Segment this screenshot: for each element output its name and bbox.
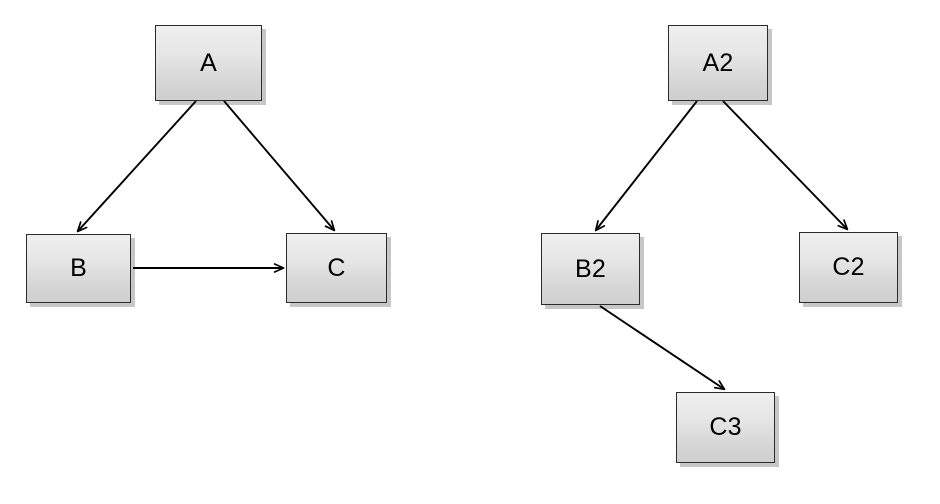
node-b2-label: B2 [575,254,606,283]
node-a-label: A [200,48,217,77]
node-c2[interactable]: C2 [799,232,898,303]
edge-a2-to-c2[interactable] [722,100,849,231]
node-a2[interactable]: A2 [668,25,768,101]
edge-a-to-c[interactable] [223,100,336,232]
node-a[interactable]: A [155,25,262,101]
node-a2-label: A2 [702,48,734,77]
node-c3-label: C3 [709,413,742,441]
edge-b2-to-c3[interactable] [599,305,726,391]
node-b-label: B [70,254,87,282]
edge-a2-to-b2[interactable] [594,100,698,232]
edge-a-to-b[interactable] [76,100,197,233]
node-b2[interactable]: B2 [541,233,640,305]
node-c[interactable]: C [286,233,387,303]
node-c3[interactable]: C3 [676,392,775,463]
node-b[interactable]: B [26,234,131,303]
node-c2-label: C2 [832,253,865,281]
node-c-label: C [327,253,346,282]
edges-group [76,100,849,391]
